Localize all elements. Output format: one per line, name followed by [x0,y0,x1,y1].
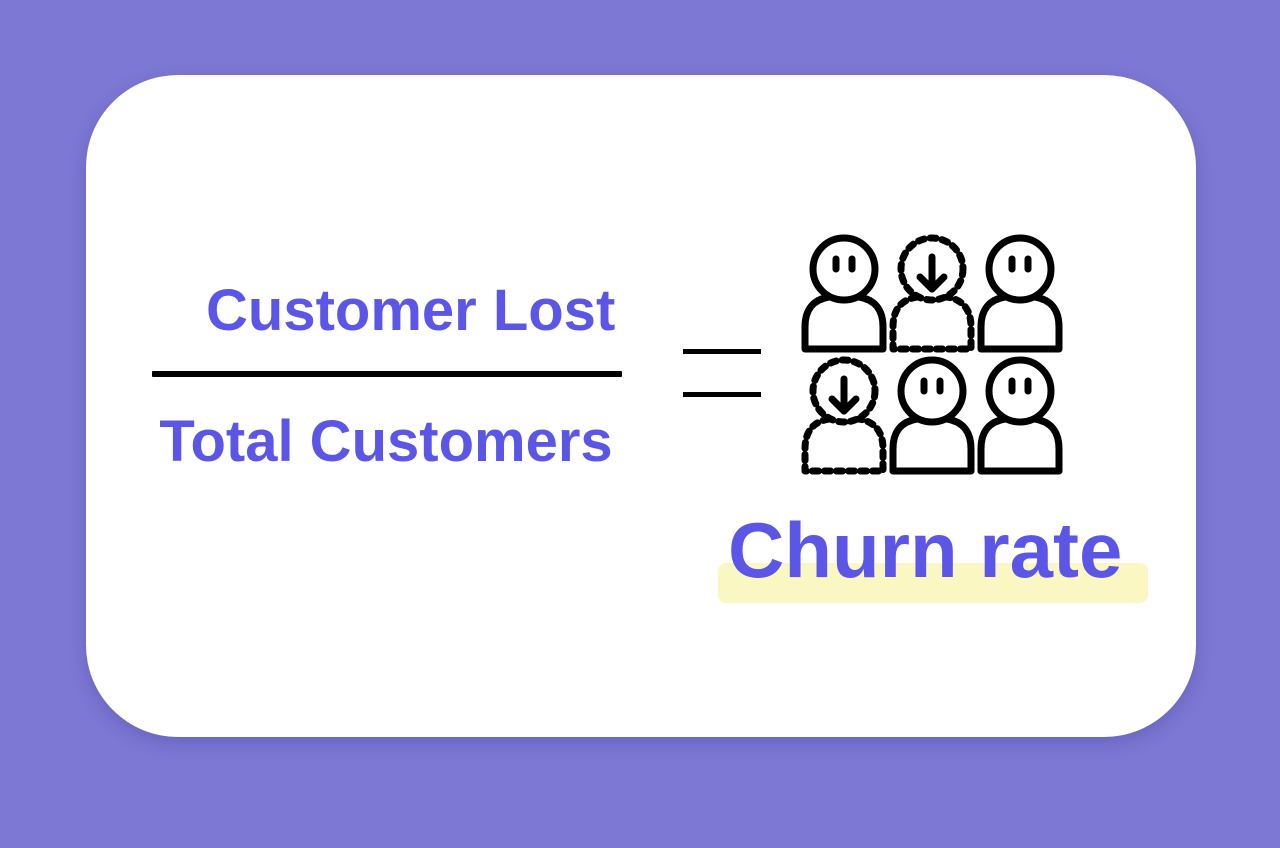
equals-line-top [683,349,761,354]
people-churn-icon [801,234,1063,475]
fraction-bar [152,371,622,377]
person-icon [889,356,975,475]
person-icon [977,234,1063,353]
churn-rate-label: Churn rate [728,506,1123,594]
numerator-label: Customer Lost [206,278,616,343]
person-icon [977,356,1063,475]
person-icon [801,234,887,353]
equals-sign [683,349,761,397]
churn-rate-title: Churn rate [718,511,1150,607]
formula-card: Customer Lost Total Customers [86,75,1196,737]
highlight-marker [718,563,1148,603]
equals-line-bottom [683,392,761,397]
person-lost-icon [889,234,975,353]
denominator-label: Total Customers [159,409,613,474]
person-lost-icon [801,356,887,475]
